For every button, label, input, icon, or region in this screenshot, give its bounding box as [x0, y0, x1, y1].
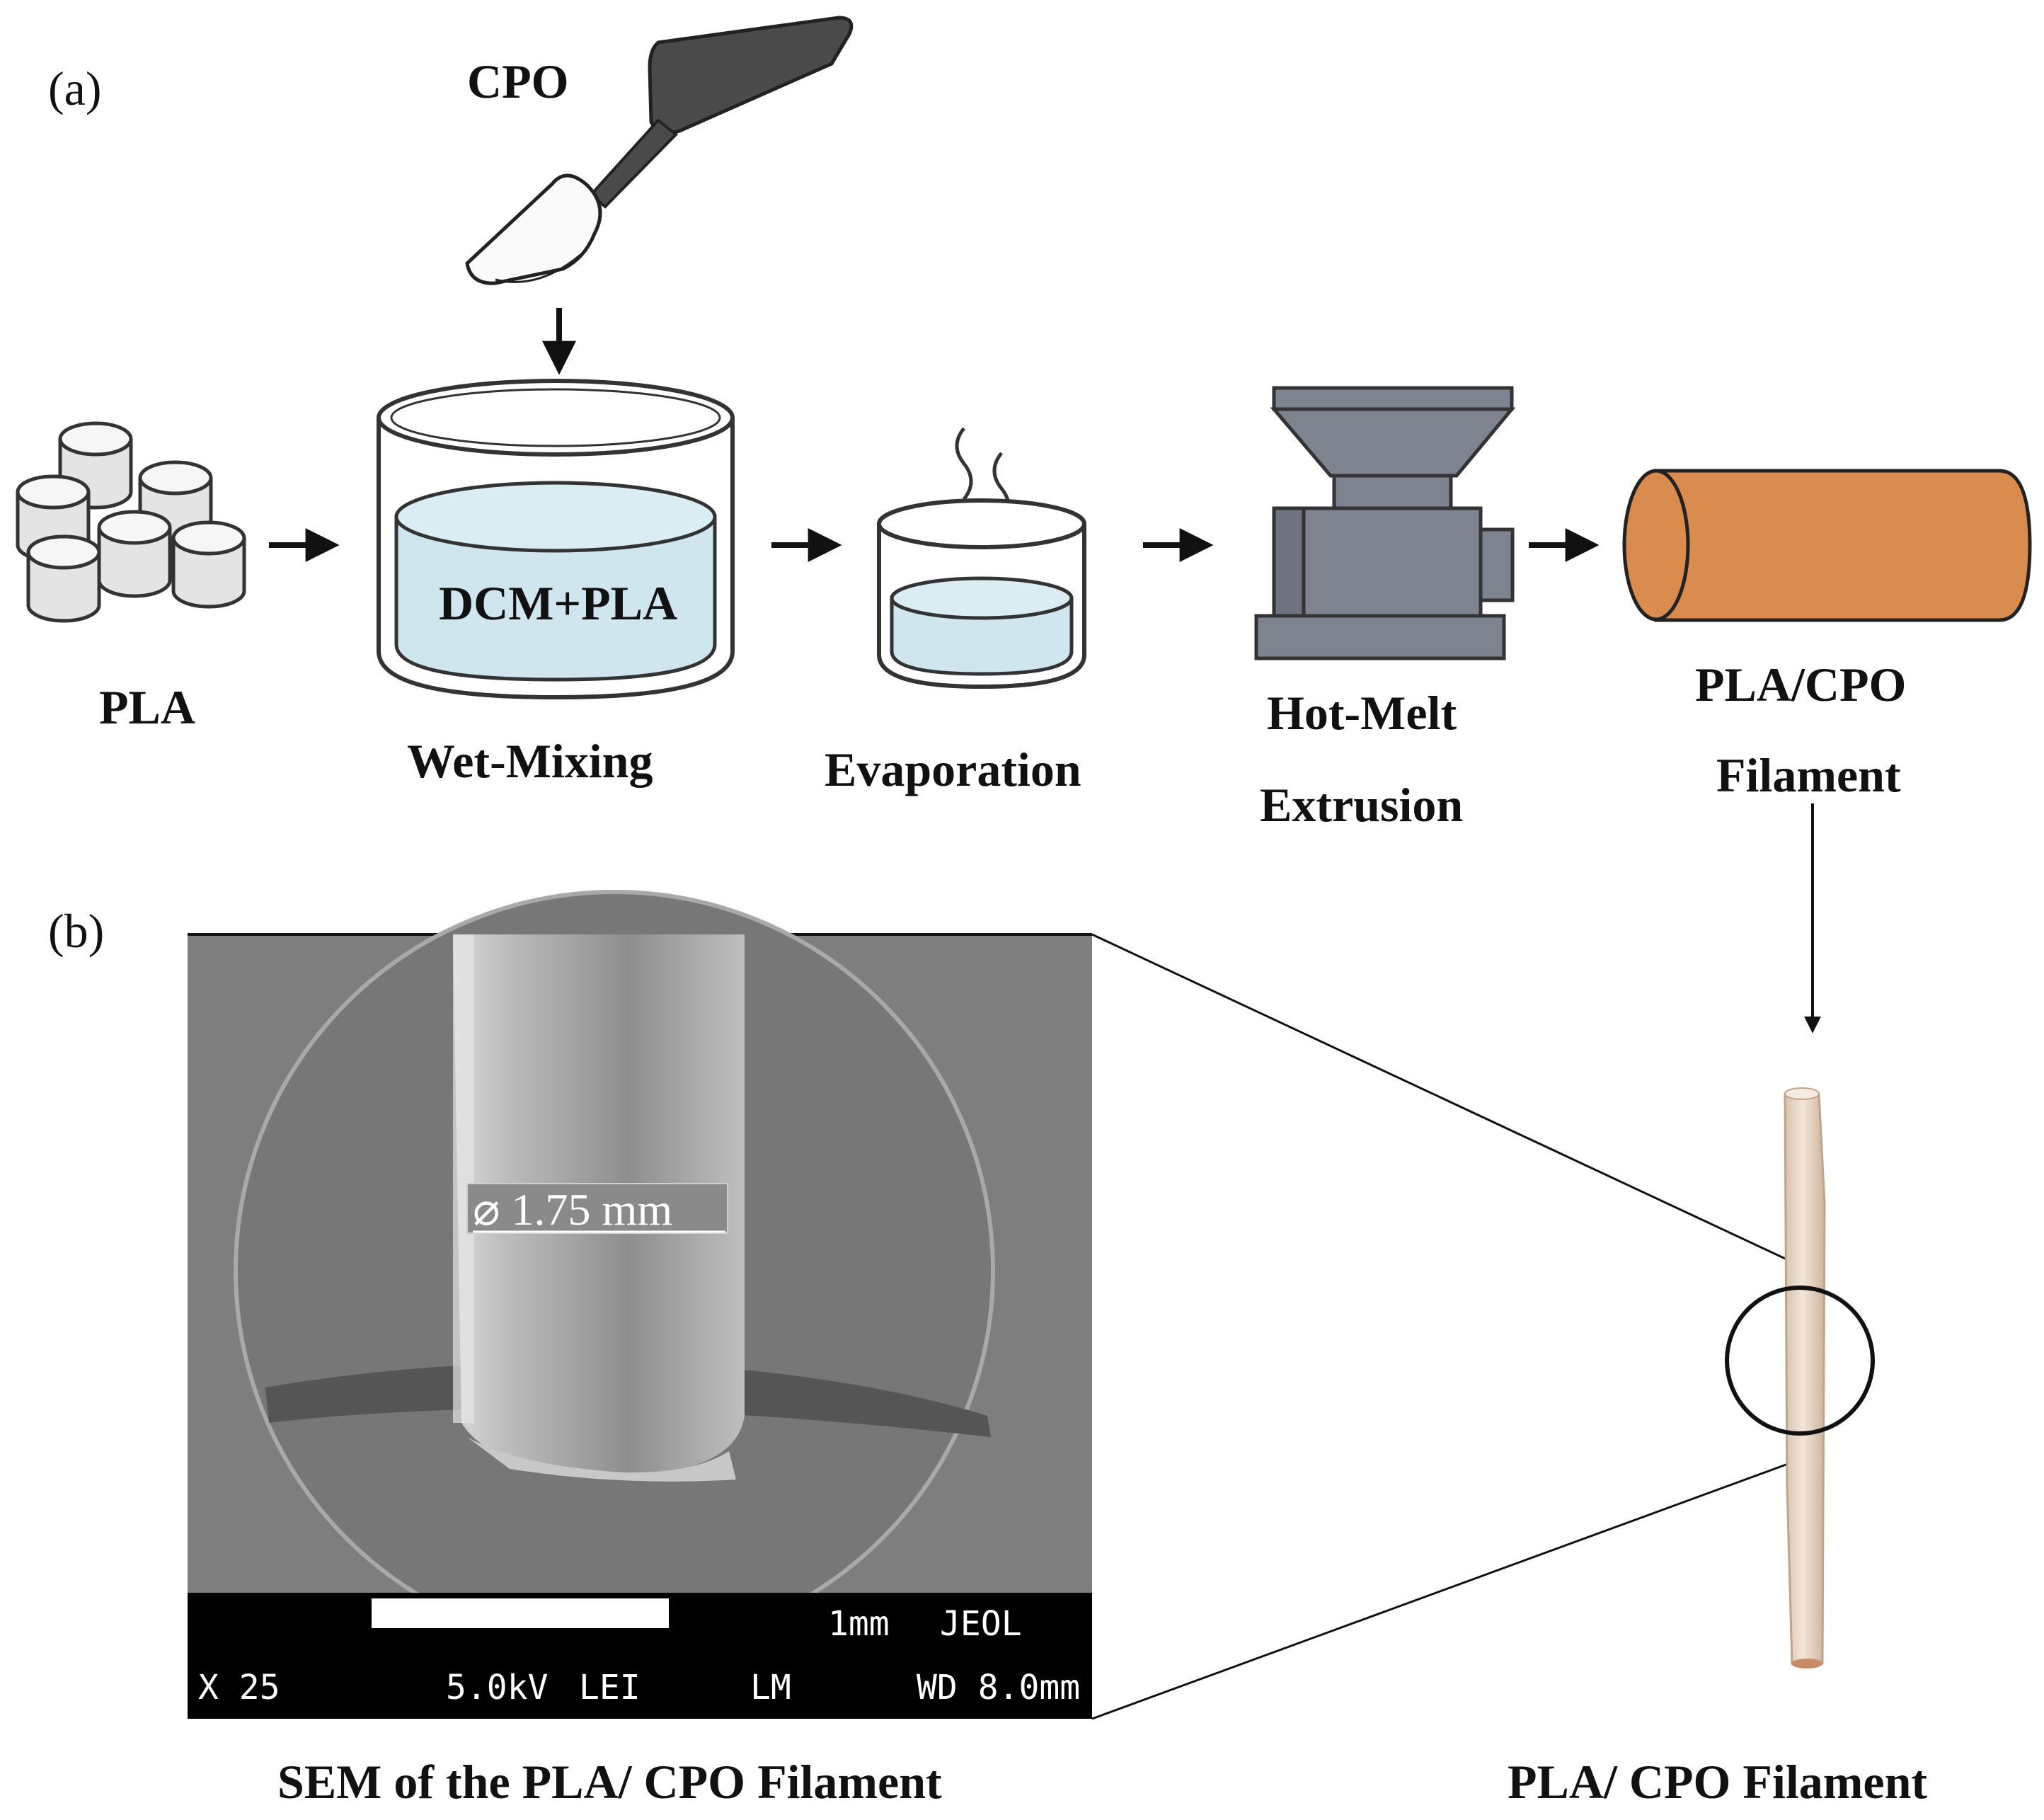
beaker-icon	[377, 379, 735, 700]
extrusion-label: Extrusion	[1260, 778, 1463, 832]
pla-label: PLA	[99, 680, 195, 734]
zoom-line-bottom	[1091, 1457, 1804, 1720]
hot-melt-label: Hot-Melt	[1267, 686, 1457, 740]
sem-detector: LEI	[579, 1668, 641, 1707]
panel-label-a: (a)	[48, 62, 101, 115]
evaporation-label: Evaporation	[825, 743, 1081, 796]
sem-image: ⌀ 1.75 mm 1mm JEOL X 25 5.0kV LEI LM WD …	[188, 890, 1092, 1719]
sem-scale-label: 1mm	[828, 1604, 890, 1644]
pla-cpo-label: PLA/CPO	[1695, 658, 1906, 711]
zoom-line-top	[1091, 933, 1804, 1269]
sem-mode: LM	[750, 1668, 791, 1707]
sem-working-distance: WD 8.0mm	[917, 1668, 1080, 1707]
filament-label: Filament	[1716, 748, 1901, 802]
sem-voltage: 5.0kV	[446, 1668, 549, 1707]
sem-brand: JEOL	[940, 1604, 1022, 1644]
pla-pellets-icon	[16, 421, 246, 623]
sem-caption: SEM of the PLA/ CPO Filament	[277, 1755, 942, 1809]
photo-caption: PLA/ CPO Filament	[1508, 1755, 1927, 1809]
steaming-beaker-icon	[877, 427, 1086, 689]
filament-cylinder-icon	[1622, 469, 2032, 622]
spatula-icon	[465, 16, 854, 285]
zoom-circle	[1725, 1286, 1875, 1436]
wet-mixing-label: Wet-Mixing	[407, 734, 653, 788]
extruder-icon	[1254, 386, 1516, 660]
diameter-label: ⌀ 1.75 mm	[473, 1184, 672, 1235]
sem-scale-bar	[372, 1598, 669, 1628]
panel-label-b: (b)	[48, 904, 104, 958]
dcm-pla-label: DCM+PLA	[439, 576, 677, 630]
filament-photo	[1725, 1087, 1875, 1669]
sem-magnification: X 25	[198, 1668, 280, 1707]
cpo-label: CPO	[467, 55, 569, 108]
